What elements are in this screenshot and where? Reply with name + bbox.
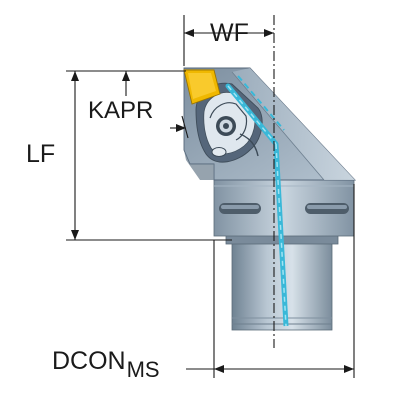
head-bevel: [232, 68, 355, 180]
lf-label: LF: [26, 140, 56, 168]
dcon-label: DCONMS: [52, 347, 160, 381]
tool-body: [183, 67, 357, 331]
lever: [211, 147, 227, 157]
kapr-label: KAPR: [88, 97, 154, 124]
wf-label: WF: [210, 19, 249, 47]
dcon-label-main: DCON: [52, 347, 126, 375]
coolant-channel: [225, 75, 289, 327]
arrowhead-icon: [71, 29, 354, 373]
screw-icon: [216, 116, 236, 136]
dcon-label-subscript: MS: [126, 357, 160, 382]
